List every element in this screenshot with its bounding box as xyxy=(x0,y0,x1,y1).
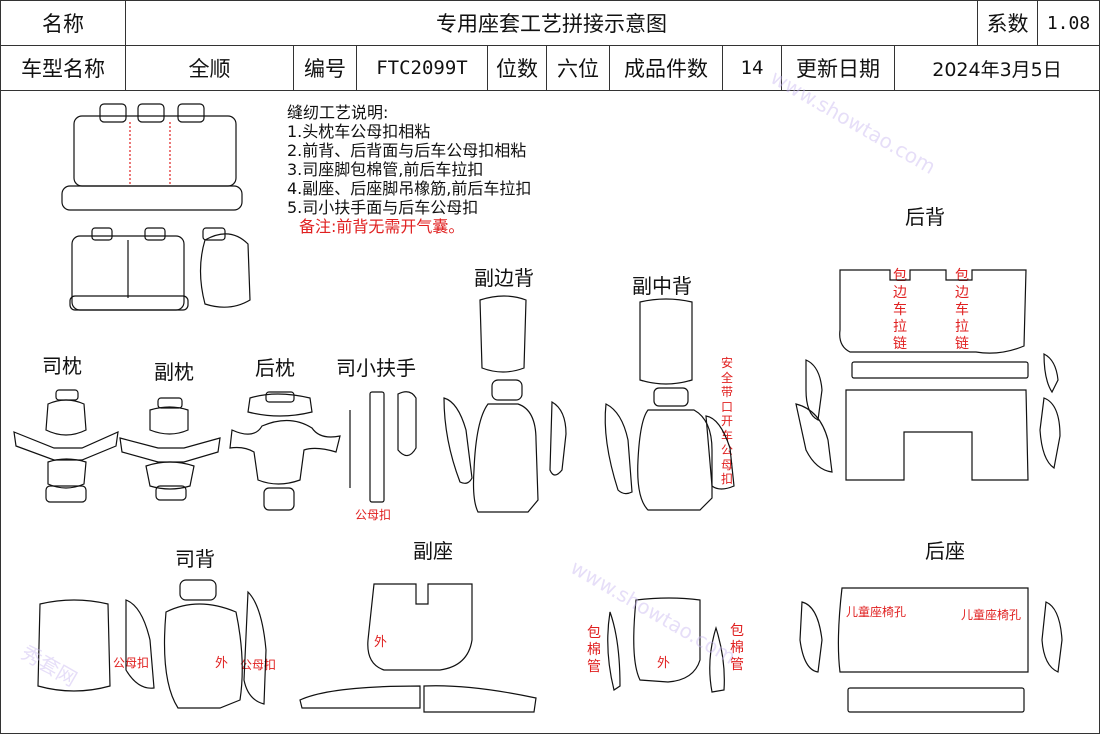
code-value: FTC2099T xyxy=(356,45,488,91)
notes-title: 缝纫工艺说明: xyxy=(287,103,389,122)
coefficient-label: 系数 xyxy=(977,0,1038,46)
annotation-passenger-cushion-outer: 外 xyxy=(657,656,671,671)
annotation-child-seat-hole-right: 儿童座椅孔 xyxy=(961,608,1022,622)
name-label: 名称 xyxy=(0,0,126,46)
driver-armrest-pattern xyxy=(349,391,417,503)
section-label-passenger-headrest: 副枕 xyxy=(154,360,194,384)
section-label-passenger-middle-back: 副中背 xyxy=(632,274,692,298)
driver-back-pattern xyxy=(37,579,267,709)
notes-item-4: 4.副座、后座脚吊橡筋,前后车拉扣 xyxy=(287,179,532,198)
annotation-driver-back-outer: 外 xyxy=(215,656,229,671)
section-label-driver-armrest: 司小扶手 xyxy=(336,356,416,380)
notes-item-3: 3.司座脚包棉管,前后车拉扣 xyxy=(287,160,484,179)
annotation-driver-back-snap-left: 公母扣 xyxy=(113,656,150,670)
annotation-child-seat-hole-left: 儿童座椅孔 xyxy=(846,605,907,619)
notes-item-1: 1.头枕车公母扣相粘 xyxy=(287,122,431,141)
passenger-seat-pattern xyxy=(299,583,725,713)
sewing-notes: 缝纫工艺说明: 1.头枕车公母扣相粘 2.前背、后背面与后车公母扣相粘 3.司座… xyxy=(287,103,531,236)
pieces-value: 14 xyxy=(722,45,782,91)
model-label: 车型名称 xyxy=(0,45,126,91)
passenger-headrest-pattern xyxy=(119,397,221,501)
annotation-wrap-cotton-left: 包 棉 管 xyxy=(587,625,601,675)
annotation-armrest-snap: 公母扣 xyxy=(355,508,392,522)
seats-value: 六位 xyxy=(546,45,610,91)
rear-seat-pattern xyxy=(799,587,1063,713)
annotation-passenger-seat-outer: 外 xyxy=(374,635,388,650)
annotation-driver-back-snap-right: 公母扣 xyxy=(240,658,277,672)
driver-headrest-pattern xyxy=(13,389,119,503)
section-label-rear-headrest: 后枕 xyxy=(255,356,295,380)
passenger-middle-back-pattern xyxy=(604,298,735,511)
section-label-driver-headrest: 司枕 xyxy=(42,354,82,378)
section-label-driver-back: 司背 xyxy=(175,547,215,571)
rear-headrest-pattern xyxy=(229,391,341,511)
notes-remark: 备注:前背无需开气囊。 xyxy=(299,217,465,236)
seat-overview-illustration xyxy=(61,103,251,311)
coefficient-value: 1.08 xyxy=(1037,0,1100,46)
section-label-passenger-seat: 副座 xyxy=(413,539,453,563)
section-label-rear-seat: 后座 xyxy=(925,539,965,563)
passenger-side-back-pattern xyxy=(443,295,567,513)
section-label-rear-back: 后背 xyxy=(905,205,945,229)
seats-label: 位数 xyxy=(487,45,547,91)
annotation-wrap-cotton-right: 包 棉 管 xyxy=(730,623,744,673)
section-label-passenger-side-back: 副边背 xyxy=(474,266,534,290)
notes-item-2: 2.前背、后背面与后车公母扣相粘 xyxy=(287,141,527,160)
rear-back-pattern xyxy=(795,269,1061,481)
pieces-label: 成品件数 xyxy=(609,45,723,91)
code-label: 编号 xyxy=(293,45,357,91)
notes-item-5: 5.司小扶手面与后车公母扣 xyxy=(287,198,479,217)
